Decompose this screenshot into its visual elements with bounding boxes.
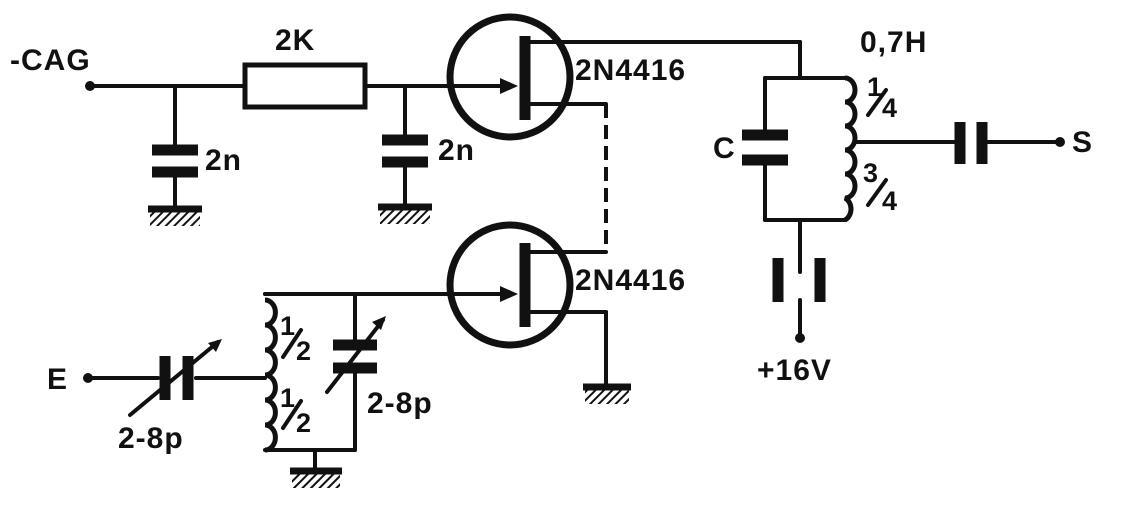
tap-upper-den: 4	[882, 93, 897, 123]
tank-cap-label: C	[713, 132, 736, 165]
tap-in-lower-den: 2	[296, 408, 311, 438]
fet-top	[446, 13, 802, 141]
input-trimmer	[128, 339, 222, 417]
fet-bottom-label: 2N4416	[575, 264, 686, 297]
input-tank	[263, 292, 357, 472]
output-tank	[763, 40, 847, 343]
filter-capacitor-2	[382, 84, 428, 208]
tank-capacitor	[742, 129, 788, 166]
tap-upper-num: 1	[867, 72, 882, 102]
tap-in-lower-num: 1	[280, 383, 295, 413]
trimmer-in-label: 2-8p	[118, 422, 184, 455]
fet-top-label: 2N4416	[575, 54, 686, 87]
input-line	[83, 373, 267, 383]
filter-capacitor-1	[152, 84, 198, 210]
output-label: S	[1072, 126, 1093, 159]
cag-label: -CAG	[10, 44, 91, 77]
inductor-out-label: 0,7H	[860, 26, 927, 59]
supply-label: +16V	[757, 354, 832, 387]
input-label: E	[47, 363, 68, 396]
tap-lower-den: 4	[882, 186, 897, 216]
fet-bottom	[263, 221, 608, 388]
input-coil	[264, 297, 278, 453]
output-coil	[843, 75, 858, 223]
resistor-2k	[242, 62, 368, 110]
supply-capacitor	[772, 258, 826, 302]
trimmer-tank-label: 2-8p	[367, 387, 433, 420]
tank-trimmer	[325, 316, 386, 394]
tap-in-upper-den: 2	[296, 336, 311, 366]
tap-in-upper-num: 1	[280, 311, 295, 341]
output-coupling	[853, 122, 1065, 164]
filter-cap-2-label: 2n	[438, 134, 475, 167]
filter-cap-1-label: 2n	[205, 144, 242, 177]
resistor-label: 2K	[275, 24, 315, 57]
tap-lower-num: 3	[863, 158, 878, 188]
